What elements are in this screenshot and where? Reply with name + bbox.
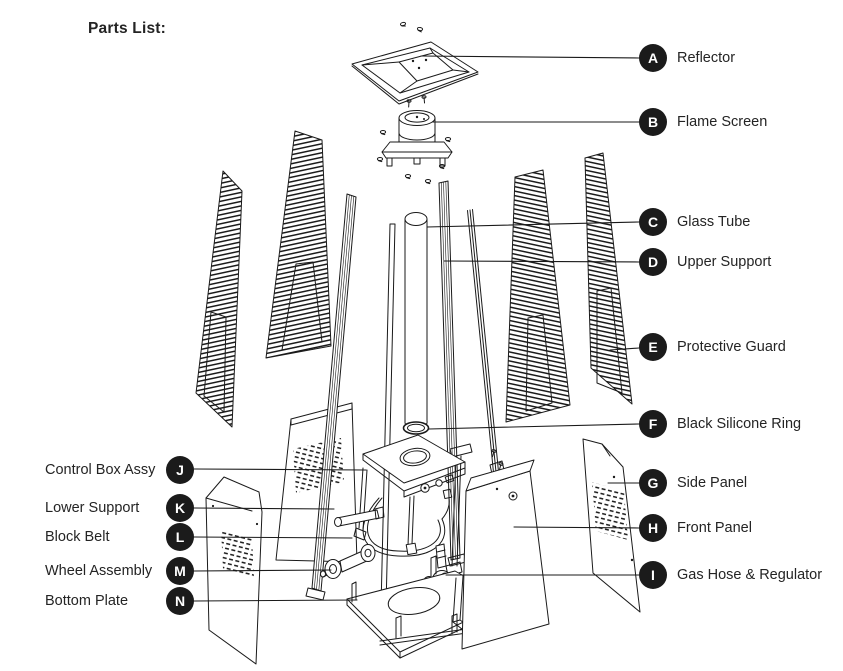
- part-row-silicone-ring: F Black Silicone Ring: [639, 410, 801, 438]
- part-badge-i: I: [639, 561, 667, 589]
- leader-lines: [193, 55, 640, 602]
- wheel-assembly-drawing: [320, 544, 376, 579]
- part-row-protective-guard: E Protective Guard: [639, 333, 786, 361]
- part-badge-n: N: [166, 587, 194, 615]
- part-label-bottom-plate: Bottom Plate: [45, 593, 129, 609]
- part-badge-d: D: [639, 248, 667, 276]
- part-row-reflector: A Reflector: [639, 44, 735, 72]
- reflector-drawing: [351, 21, 479, 108]
- part-label-lower-support: Lower Support: [45, 500, 140, 516]
- part-badge-g: G: [639, 469, 667, 497]
- part-label-front-panel: Front Panel: [677, 520, 752, 536]
- control-box-drawing: [353, 434, 466, 546]
- part-row-bottom-plate: Bottom Plate N: [45, 587, 194, 615]
- part-row-flame-screen: B Flame Screen: [639, 108, 767, 136]
- silicone-ring-drawing: [402, 421, 430, 435]
- part-label-control-box: Control Box Assy: [45, 462, 156, 478]
- protective-guards-drawing: [195, 130, 633, 428]
- part-label-flame-screen: Flame Screen: [677, 114, 768, 130]
- part-label-block-belt: Block Belt: [45, 529, 110, 545]
- front-panel-drawing: [461, 459, 550, 650]
- part-row-front-panel: H Front Panel: [639, 514, 752, 542]
- part-badge-k: K: [166, 494, 194, 522]
- part-badge-b: B: [639, 108, 667, 136]
- page-title: Parts List:: [88, 20, 166, 37]
- part-row-wheel-assembly: Wheel Assembly M: [45, 557, 194, 585]
- part-row-block-belt: Block Belt L: [45, 523, 194, 551]
- part-badge-a: A: [639, 44, 667, 72]
- part-badge-f: F: [639, 410, 667, 438]
- glass-tube-drawing: [404, 212, 428, 429]
- part-label-wheel-assembly: Wheel Assembly: [45, 563, 153, 579]
- part-badge-l: L: [166, 523, 194, 551]
- part-badge-m: M: [166, 557, 194, 585]
- part-row-gas-hose: I Gas Hose & Regulator: [639, 561, 822, 589]
- part-badge-h: H: [639, 514, 667, 542]
- part-label-silicone-ring: Black Silicone Ring: [677, 416, 802, 432]
- part-label-upper-support: Upper Support: [677, 254, 772, 270]
- part-label-side-panel: Side Panel: [677, 475, 748, 491]
- flame-screen-drawing: [376, 110, 453, 185]
- part-label-gas-hose: Gas Hose & Regulator: [677, 567, 823, 583]
- part-badge-j: J: [166, 456, 194, 484]
- part-label-protective-guard: Protective Guard: [677, 339, 786, 355]
- part-row-glass-tube: C Glass Tube: [639, 208, 750, 236]
- part-label-reflector: Reflector: [677, 50, 736, 66]
- part-row-upper-support: D Upper Support: [639, 248, 771, 276]
- part-badge-c: C: [639, 208, 667, 236]
- part-row-side-panel: G Side Panel: [639, 469, 747, 497]
- part-label-glass-tube: Glass Tube: [677, 214, 751, 230]
- part-badge-e: E: [639, 333, 667, 361]
- side-panel-drawing: [582, 438, 641, 613]
- part-row-control-box: Control Box Assy J: [45, 456, 194, 484]
- part-row-lower-support: Lower Support K: [45, 494, 194, 522]
- block-belt-drawing: [334, 506, 385, 527]
